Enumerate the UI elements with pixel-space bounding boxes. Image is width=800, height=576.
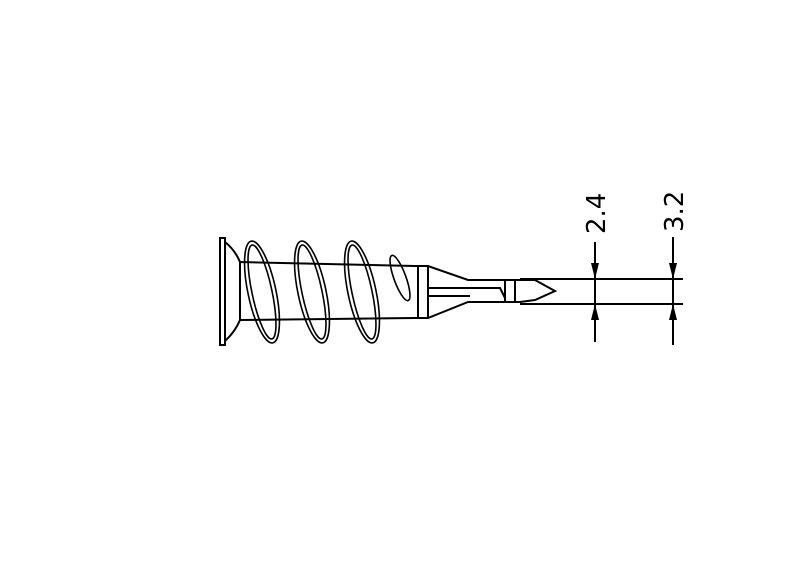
anchor-threads [243, 240, 411, 344]
dimension-label-2-4: 2.4 [582, 193, 612, 234]
anchor-flange [219, 237, 241, 346]
dimension-label-3-2: 3.2 [660, 191, 690, 232]
anchor-tip [504, 279, 558, 303]
anchor-body [239, 261, 520, 321]
dimension-3-2: 3.2 [660, 191, 690, 345]
dimension-2-4: 2.4 [520, 193, 683, 342]
